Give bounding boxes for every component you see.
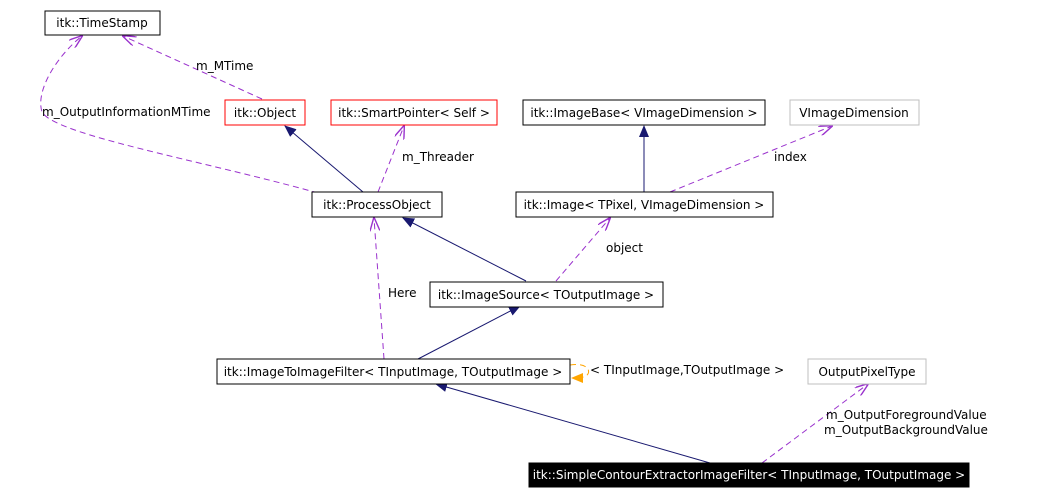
edge-label-here: Here [388, 286, 416, 300]
node-label: VImageDimension [799, 106, 909, 120]
edge-label-m-outputinformationmtime: m_OutputInformationMTime [42, 105, 211, 119]
edge-imagetoimage-to-imagesource [417, 305, 521, 360]
node-label: itk::ProcessObject [323, 198, 431, 212]
edge-processobject-outputinfo-to-timestamp [40, 36, 319, 194]
node-itk-imagesource[interactable]: itk::ImageSource< TOutputImage > [429, 281, 664, 308]
edge-object-mtime-to-timestamp [123, 36, 263, 100]
edge-outputpixeltype-to-focus [761, 384, 868, 464]
node-itk-processobject[interactable]: itk::ProcessObject [311, 191, 443, 218]
node-itk-simplecontourextractorimagefilter[interactable]: itk::SimpleContourExtractorImageFilter< … [528, 462, 970, 488]
node-label: itk::SmartPointer< Self > [338, 106, 490, 120]
edge-label-index: index [774, 150, 807, 164]
node-label: itk::ImageToImageFilter< TInputImage, TO… [224, 365, 563, 379]
edge-image-object-to-imagesource [555, 218, 610, 282]
node-itk-imagebase[interactable]: itk::ImageBase< VImageDimension > [522, 99, 766, 126]
edge-imagesource-to-processobject [402, 217, 527, 282]
edge-label-m-outputforegroundvalue: m_OutputForegroundValue [826, 408, 987, 422]
node-outputpixeltype[interactable]: OutputPixelType [807, 358, 927, 385]
node-label: itk::Image< TPixel, VImageDimension > [524, 198, 765, 212]
edge-label-template-args: < TInputImage,TOutputImage > [590, 363, 784, 377]
node-label: itk::ImageBase< VImageDimension > [530, 106, 757, 120]
edge-label-m-threader: m_Threader [402, 150, 474, 164]
node-itk-object[interactable]: itk::Object [224, 99, 306, 126]
node-label: itk::Object [234, 106, 296, 120]
node-label: itk::TimeStamp [56, 16, 147, 30]
edge-label-object: object [606, 241, 643, 255]
edge-processobject-here-to-imagetoimage [374, 218, 385, 360]
edge-focus-to-imagetoimage [435, 382, 711, 464]
edge-label-m-outputbackgroundvalue: m_OutputBackgroundValue [824, 423, 988, 437]
edge-processobject-to-object [284, 125, 364, 193]
edge-smartpointer-threader-to-processobject [377, 126, 404, 193]
node-itk-imagetoimagefilter[interactable]: itk::ImageToImageFilter< TInputImage, TO… [216, 358, 571, 385]
node-itk-image[interactable]: itk::Image< TPixel, VImageDimension > [515, 191, 774, 218]
edge-label-m-mtime: m_MTime [196, 59, 253, 73]
edge-vimagedim-index-to-image [669, 126, 832, 193]
node-label: OutputPixelType [818, 365, 915, 379]
node-label: itk::SimpleContourExtractorImageFilter< … [533, 468, 965, 482]
node-label: itk::ImageSource< TOutputImage > [438, 288, 654, 302]
node-itk-timestamp[interactable]: itk::TimeStamp [44, 10, 161, 36]
node-vimagedimension[interactable]: VImageDimension [789, 99, 920, 126]
edge-imagetoimage-template [569, 363, 590, 383]
node-itk-smartpointer[interactable]: itk::SmartPointer< Self > [330, 99, 498, 126]
